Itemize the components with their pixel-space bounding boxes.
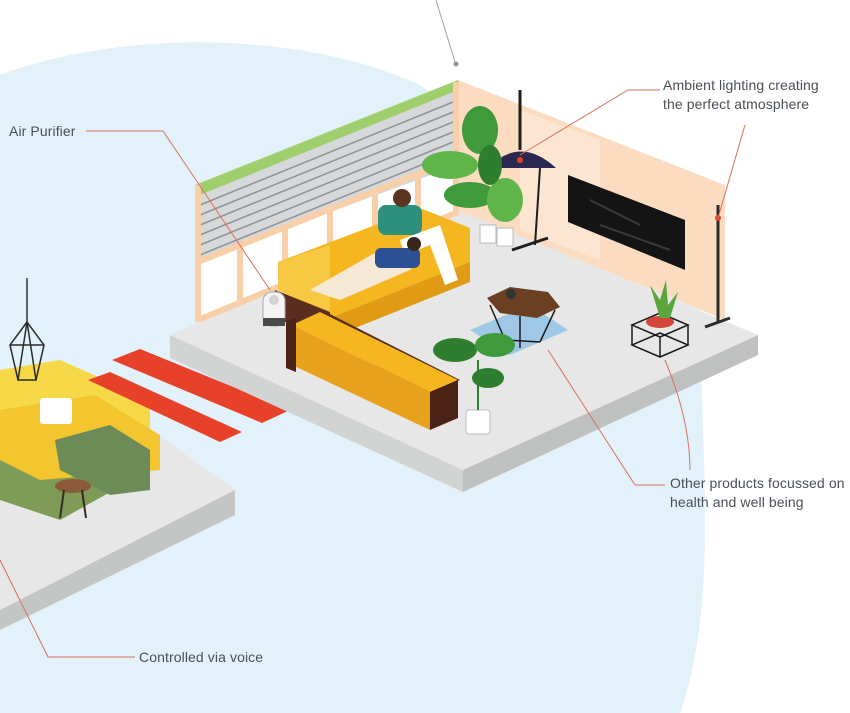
left-side-table [55, 479, 91, 493]
pendant-lamp-icon [9, 320, 45, 381]
air-purifier-label-text: Air Purifier [9, 123, 76, 139]
other-products-label: Other products focussed on health and we… [670, 474, 845, 512]
top-pointer-dot [453, 61, 459, 67]
smart-speaker-icon [506, 289, 516, 299]
other-products-line-1: Other products focussed on [670, 475, 845, 491]
other-products-line-2: health and well being [670, 494, 804, 510]
main-floor-right-side [463, 335, 758, 492]
stand-plant-icon [630, 280, 690, 358]
floor-lamp-icon [704, 205, 731, 329]
ambient-lighting-label: Ambient lighting creating the perfect at… [663, 76, 819, 114]
plant-icon [422, 106, 523, 247]
leader-ambient-lamp [717, 124, 746, 219]
front-sofa [286, 308, 460, 430]
main-floor-left-side [170, 335, 463, 492]
left-sofa-cushion [40, 398, 72, 424]
leader-air-purifier [86, 130, 271, 291]
leader-lines [0, 89, 746, 658]
tv-icon [568, 175, 685, 270]
air-purifier-label: Air Purifier [9, 122, 76, 141]
arc-lamp-icon [488, 90, 556, 252]
leader-ambient [519, 89, 660, 156]
top-pointer-line [435, 0, 456, 63]
left-sofa-throw [55, 425, 150, 495]
monstera-plant-icon [433, 333, 515, 435]
red-runner-top [112, 349, 290, 423]
leader-stand-plant [664, 359, 691, 471]
leader-other [547, 349, 665, 486]
main-room [170, 80, 758, 492]
ambient-lighting-line-1: Ambient lighting creating [663, 77, 819, 93]
left-floor-side [0, 490, 235, 630]
leader-voice [0, 559, 135, 658]
ambient-lighting-line-2: the perfect atmosphere [663, 96, 810, 112]
voice-control-label-text: Controlled via voice [139, 649, 264, 665]
window-wall [195, 80, 460, 323]
voice-control-label: Controlled via voice [139, 648, 263, 667]
left-room [0, 278, 235, 630]
red-runner-bottom [88, 372, 242, 442]
air-purifier-icon [262, 291, 286, 327]
people [310, 189, 458, 300]
